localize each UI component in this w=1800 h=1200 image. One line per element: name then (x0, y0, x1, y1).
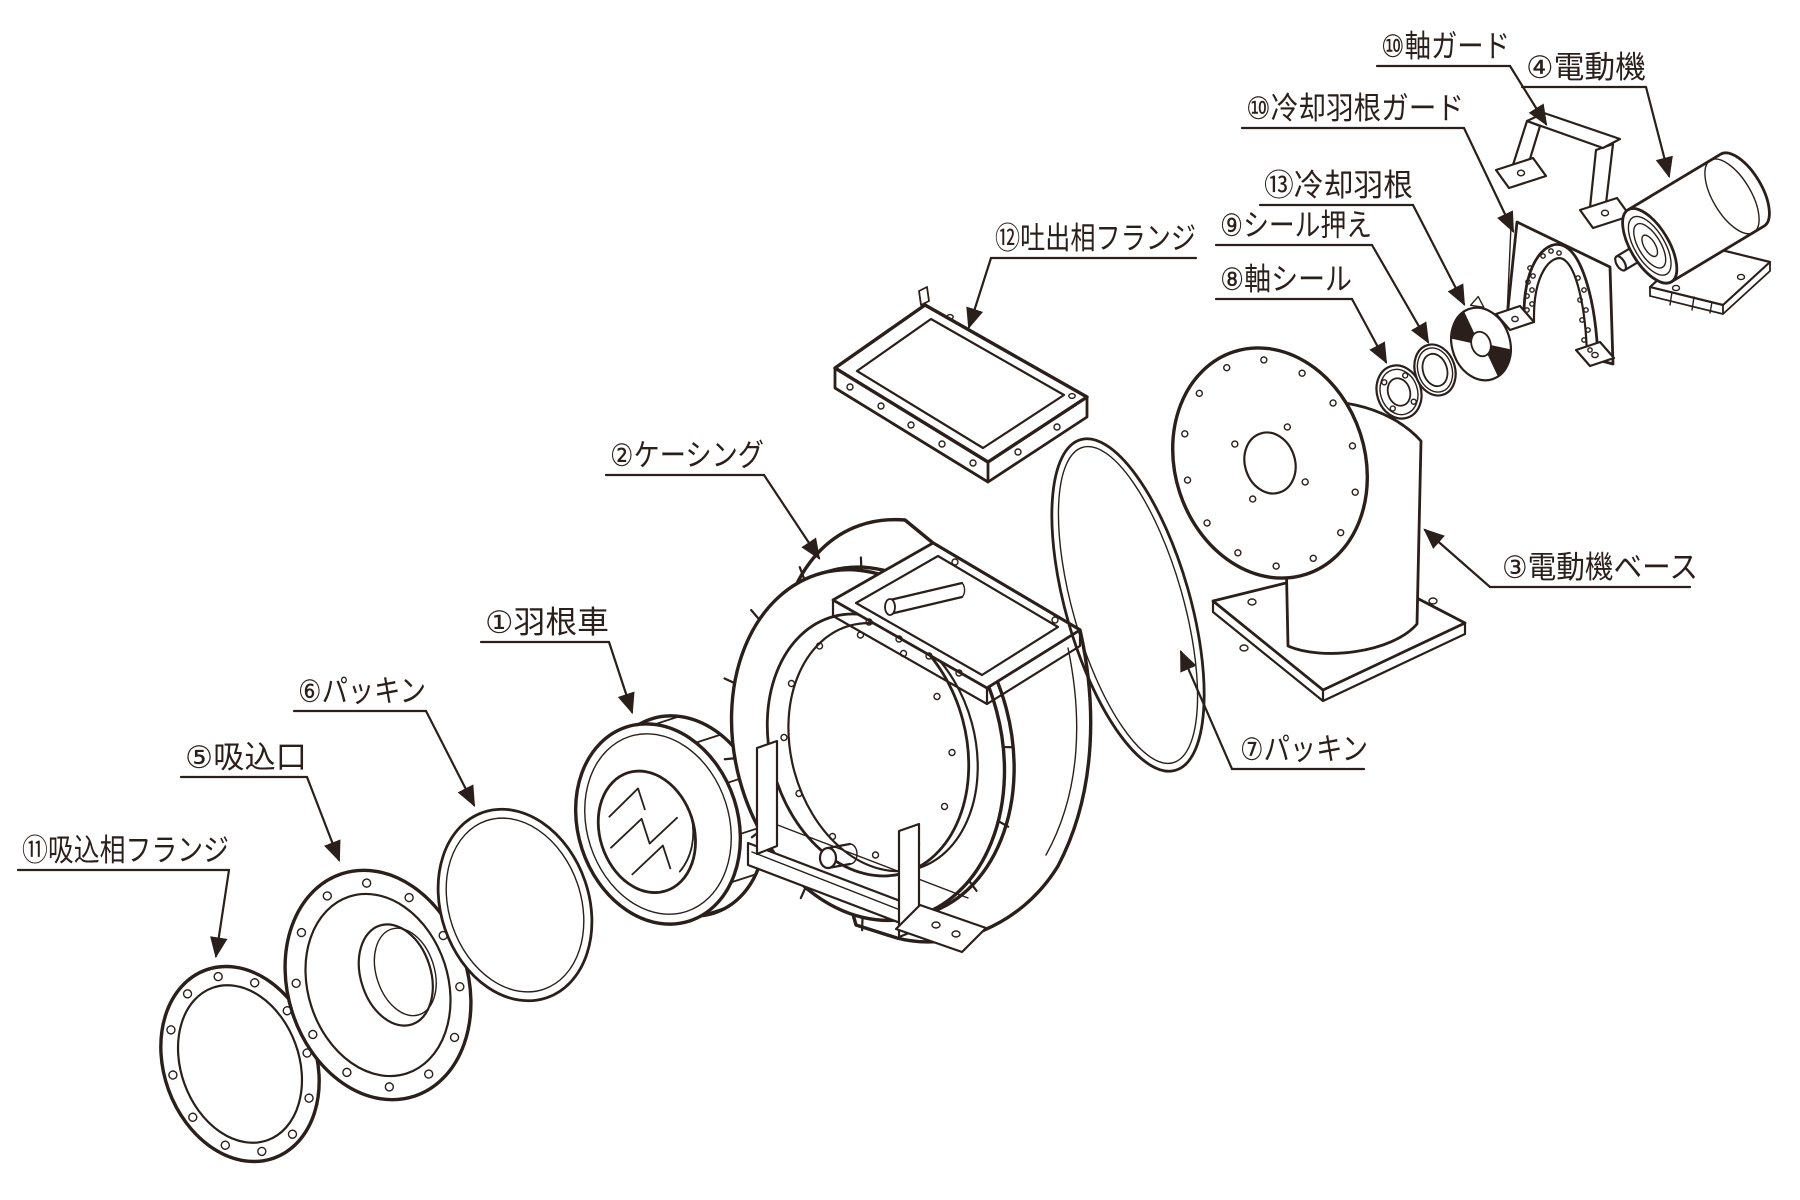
leader-arrow (1179, 649, 1234, 771)
label-discharge-companion-flange: ⑫吐出相フランジ (966, 221, 1198, 330)
part-seal-retainer (1413, 343, 1457, 397)
label-packing-inlet: ⑥パッキン (292, 674, 476, 807)
label-cooling-fan-text: ⑬冷却羽根 (1264, 168, 1413, 204)
part-shaft-guard (1494, 111, 1632, 230)
label-suction-inlet: ⑤吸込口 (179, 740, 341, 863)
label-cooling-fan-guard-text: ⑩冷却羽根ガード (1246, 91, 1464, 127)
leader-arrow (1411, 203, 1466, 306)
part-discharge-companion-flange (833, 286, 1089, 484)
part-suction-inlet (283, 868, 473, 1102)
label-electric-motor-text: ④電動機 (1526, 50, 1646, 86)
label-discharge-companion-flange-text: ⑫吐出相フランジ (995, 221, 1196, 257)
label-shaft-guard-text: ⑩軸ガード (1381, 29, 1510, 65)
leader-arrow (607, 640, 635, 715)
part-electric-motor (1614, 151, 1772, 315)
leader-arrow (305, 775, 341, 863)
label-packing-inlet-text: ⑥パッキン (298, 674, 426, 710)
label-casing: ②ケーシング (604, 438, 821, 560)
label-cooling-fan-guard: ⑩冷却羽根ガード (1240, 91, 1515, 233)
part-impeller (573, 714, 767, 926)
leader-arrow (1644, 85, 1673, 179)
leader-arrow (762, 473, 821, 560)
label-shaft-seal: ⑧軸シール (1214, 262, 1388, 364)
part-cooling-fan-guard (1494, 220, 1616, 368)
leader-arrow (424, 709, 476, 807)
label-seal-retainer: ⑨シール押え (1214, 208, 1430, 344)
label-seal-retainer-text: ⑨シール押え (1220, 208, 1372, 244)
part-packing-inlet (436, 807, 594, 1003)
label-packing-motor-side: ⑦パッキン (1179, 649, 1368, 771)
leader-arrow (1508, 64, 1548, 126)
label-cooling-fan: ⑬冷却羽根 (1258, 168, 1466, 306)
part-packing-motor-side (1050, 437, 1206, 773)
label-suction-inlet-text: ⑤吸込口 (185, 740, 307, 776)
part-cooling-fan (1450, 295, 1512, 382)
label-motor-base-text: ③電動機ベース (1502, 550, 1698, 586)
label-electric-motor: ④電動機 (1520, 50, 1673, 179)
label-packing-motor-side-text: ⑦パッキン (1240, 732, 1368, 768)
part-motor-base (1170, 346, 1467, 703)
label-impeller-text: ①羽根車 (485, 605, 609, 641)
leader-arrow (1462, 126, 1515, 233)
leader-arrow (1370, 243, 1430, 344)
label-shaft-seal-text: ⑧軸シール (1220, 262, 1352, 298)
leader-arrow (210, 868, 231, 959)
label-suction-companion-flange-text: ⑪吸込相フランジ (22, 833, 229, 869)
label-suction-companion-flange: ⑪吸込相フランジ (16, 833, 231, 959)
leader-arrow (966, 256, 993, 330)
label-shaft-guard: ⑩軸ガード (1375, 29, 1548, 126)
leader-arrow (1350, 297, 1388, 364)
label-casing-text: ②ケーシング (610, 438, 764, 474)
part-casing (723, 517, 1093, 954)
part-shaft-seal (1375, 364, 1423, 420)
leader-arrow (1423, 528, 1492, 589)
label-impeller: ①羽根車 (479, 605, 635, 715)
label-motor-base: ③電動機ベース (1423, 528, 1698, 589)
